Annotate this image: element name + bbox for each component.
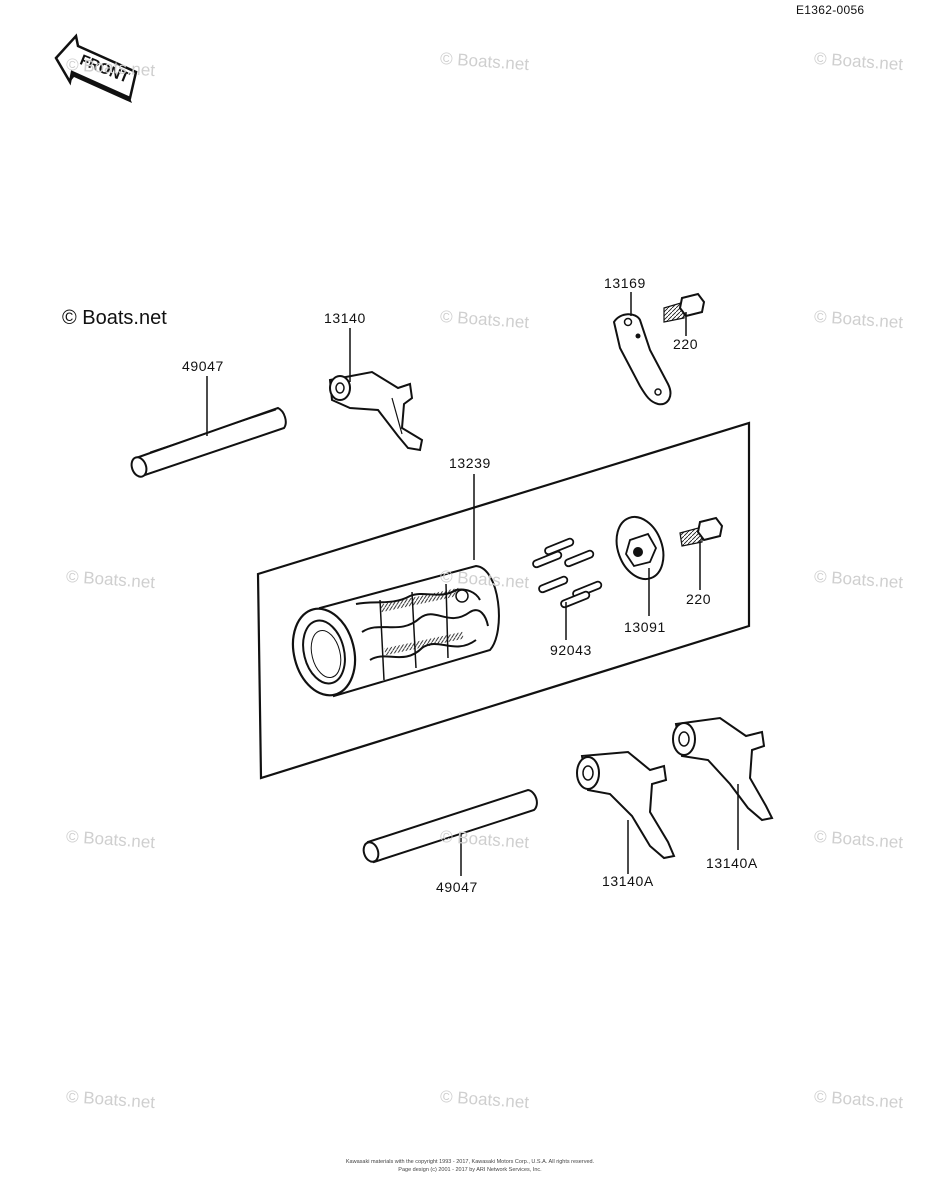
callout-plate: 13169	[604, 275, 646, 291]
cam-part	[615, 516, 665, 580]
shaft-lower-part	[362, 788, 538, 864]
leader-lines	[206, 292, 739, 876]
callout-cam: 13091	[624, 619, 666, 635]
callout-fork-lower-right: 13140A	[706, 855, 758, 871]
bolt-upper-part	[663, 292, 706, 323]
shaft-upper-part	[130, 406, 287, 478]
callout-shaft-lower: 49047	[436, 879, 478, 895]
callout-shaft-upper: 49047	[182, 358, 224, 374]
plate-part	[612, 313, 672, 406]
drum-part	[291, 564, 500, 698]
callout-pins: 92043	[550, 642, 592, 658]
callout-drum-assembly: 13239	[449, 455, 491, 471]
diagram-id: E1362-0056	[796, 3, 865, 17]
fork-upper-part	[328, 370, 424, 452]
copyright-mark: © Boats.net	[62, 307, 167, 329]
footer-design-line: Page design (c) 2001 - 2017 by ARI Netwo…	[398, 1167, 542, 1173]
fork-lower-left-part	[576, 750, 676, 860]
fork-lower-right-part	[672, 716, 774, 822]
callout-fork-upper: 13140	[324, 310, 366, 326]
drum-assembly-frame	[256, 421, 751, 780]
callout-bolt-upper: 220	[673, 336, 699, 352]
bolt-lower-part	[679, 516, 724, 547]
footer-copyright-line: Kawasaki materials with the copyright 19…	[345, 1159, 595, 1165]
callout-fork-lower-left: 13140A	[602, 873, 654, 889]
pins-part	[532, 537, 603, 609]
callout-bolt-lower: 220	[686, 591, 712, 607]
